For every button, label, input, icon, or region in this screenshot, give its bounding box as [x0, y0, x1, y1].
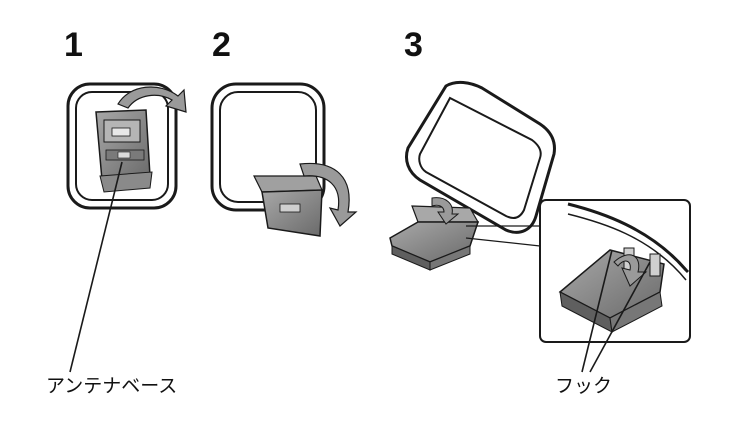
antenna-base-leader-line — [69, 161, 123, 373]
step-1-antenna — [66, 82, 187, 210]
step-1-number: 1 — [64, 26, 83, 64]
step-3-antenna — [389, 80, 556, 271]
step-2-antenna — [210, 82, 358, 237]
step-2-number: 2 — [212, 26, 231, 64]
hook-label: フック — [555, 375, 613, 397]
step-3-number: 3 — [404, 26, 423, 64]
hook-detail-inset — [539, 199, 691, 373]
antenna-base-label: アンテナベース — [46, 375, 178, 397]
